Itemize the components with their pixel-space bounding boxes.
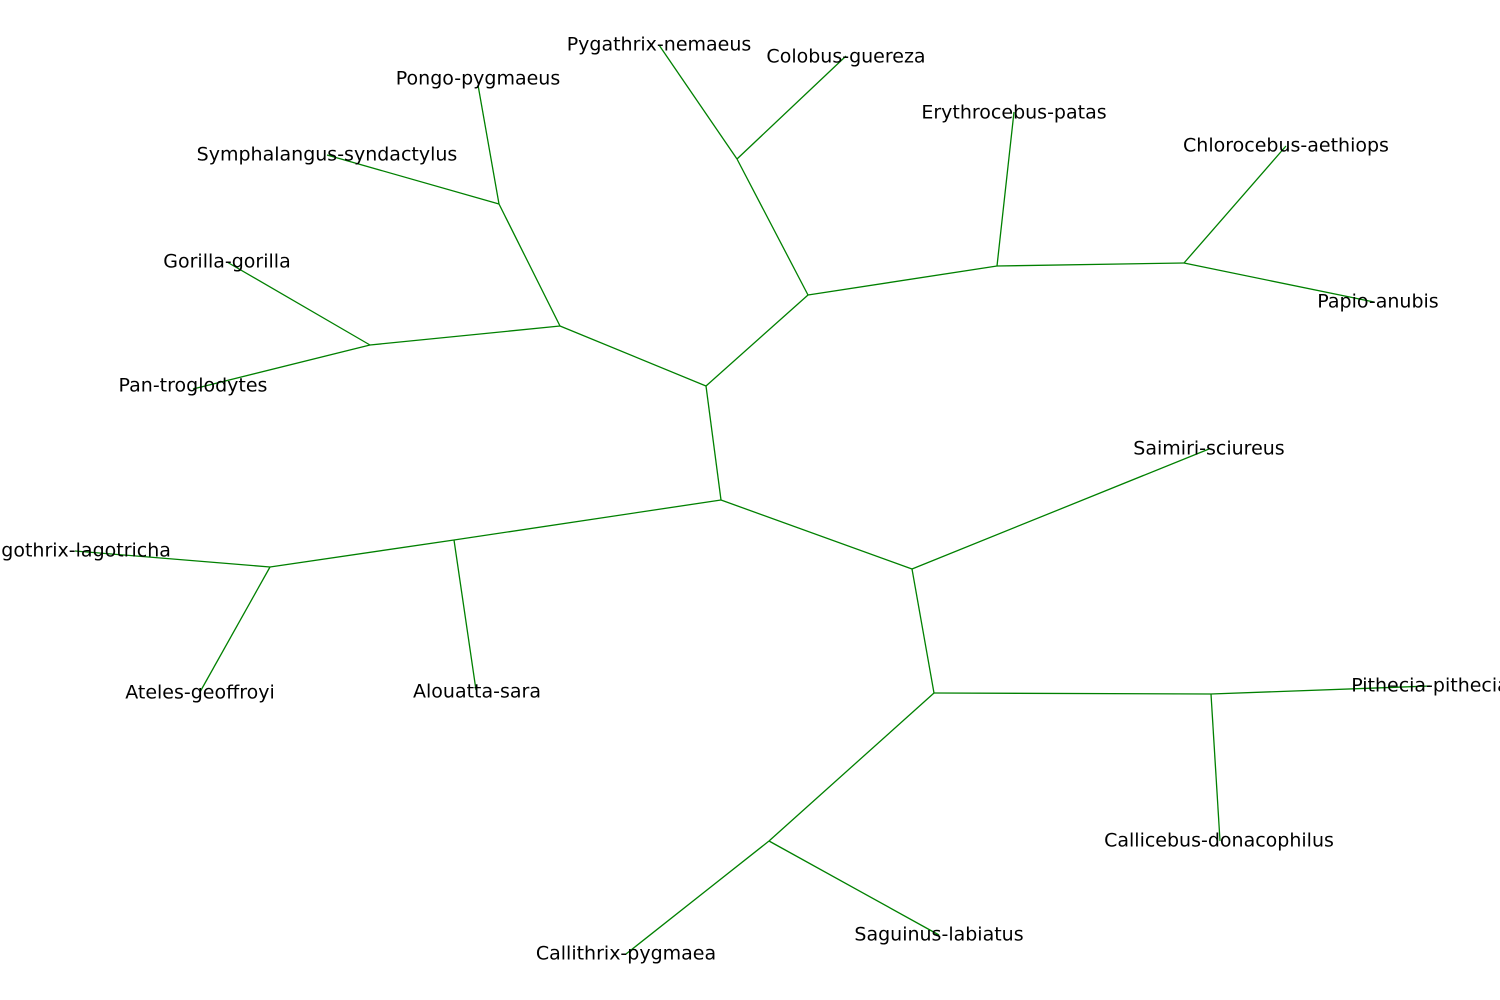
branch [625, 840, 770, 955]
branch [1210, 693, 1221, 842]
branch [736, 158, 809, 296]
branch [911, 448, 1210, 570]
branch [736, 55, 847, 160]
branch [199, 566, 271, 693]
branch [658, 44, 738, 160]
leaf-label-callithrix: Callithrix-pygmaea [536, 943, 716, 965]
leaf-label-saimiri: Saimiri-sciureus [1133, 438, 1284, 460]
branch [705, 385, 722, 501]
branch [498, 203, 561, 327]
branch [559, 325, 707, 387]
branch [269, 539, 455, 568]
leaf-label-pongo: Pongo-pygmaeus [396, 68, 561, 90]
branch [1210, 685, 1431, 695]
branch [705, 294, 809, 387]
leaf-label-pan: Pan-troglodytes [119, 375, 268, 397]
leaf-label-erythrocebus: Erythrocebus-patas [921, 102, 1106, 124]
branch [996, 262, 1185, 267]
leaf-label-pygathrix: Pygathrix-nemaeus [567, 34, 752, 56]
branch [911, 568, 935, 694]
branch [226, 261, 371, 346]
leaf-label-callicebus: Callicebus-donacophilus [1104, 830, 1334, 852]
branch [933, 692, 1212, 695]
branch [477, 84, 500, 205]
branch [996, 111, 1015, 267]
leaf-label-colobus: Colobus-guereza [766, 46, 925, 68]
leaf-label-pithecia: Pithecia-pithecia [1351, 675, 1500, 697]
leaf-label-chlorocebus: Chlorocebus-aethiops [1183, 135, 1389, 157]
tree-leaf-labels: Pygathrix-nemaeus Colobus-guereza Pongo-… [0, 34, 1500, 965]
branch [768, 692, 935, 842]
leaf-label-gorilla: Gorilla-gorilla [163, 251, 290, 273]
branch [192, 344, 371, 390]
branch [1183, 145, 1287, 264]
leaf-label-symphalangus: Symphalangus-syndactylus [197, 144, 458, 166]
leaf-label-lagothrix: Lagothrix-lagotricha [0, 540, 171, 562]
branch [453, 499, 722, 541]
leaf-label-ateles: Ateles-geoffroyi [125, 682, 275, 704]
tree-branches [74, 44, 1431, 955]
leaf-label-alouatta: Alouatta-sara [413, 681, 541, 703]
branch [768, 840, 940, 936]
branch [326, 154, 500, 205]
leaf-label-saguinus: Saguinus-labiatus [854, 924, 1023, 946]
leaf-label-papio: Papio-anubis [1317, 291, 1438, 313]
branch [453, 539, 477, 691]
branch [807, 265, 998, 296]
branch [1183, 262, 1375, 303]
branch [369, 325, 561, 346]
branch [74, 550, 271, 568]
branch [720, 499, 913, 570]
